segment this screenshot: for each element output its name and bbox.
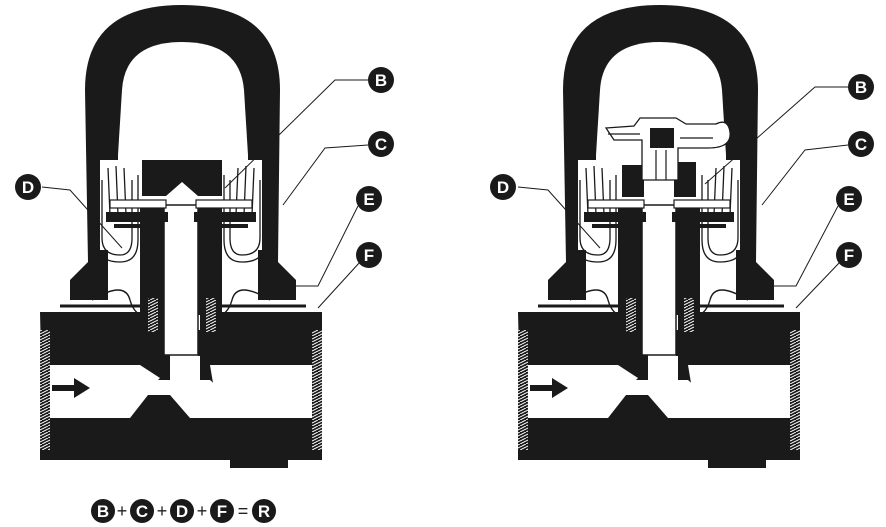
- svg-text:D: D: [497, 178, 509, 197]
- callout-f-right: F: [836, 242, 862, 268]
- svg-text:C: C: [375, 135, 387, 154]
- svg-text:C: C: [136, 502, 148, 521]
- svg-text:R: R: [258, 502, 270, 521]
- formula-term-b: B: [91, 499, 115, 523]
- formula-term-c: C: [130, 499, 154, 523]
- formula-term-f: F: [210, 499, 234, 523]
- right-trap-view: B C D E F: [490, 3, 874, 470]
- callout-d-right: D: [490, 174, 516, 200]
- callout-f-left: F: [356, 242, 382, 268]
- svg-text:B: B: [97, 502, 109, 521]
- plus-sign: +: [197, 501, 208, 521]
- callout-b-left: B: [368, 67, 394, 93]
- svg-text:F: F: [844, 246, 854, 265]
- svg-text:F: F: [364, 246, 374, 265]
- plus-sign: +: [117, 501, 128, 521]
- svg-text:B: B: [375, 71, 387, 90]
- svg-text:E: E: [843, 190, 854, 209]
- formula-term-d: D: [170, 499, 194, 523]
- parts-formula: B + C + D + F = R: [91, 499, 276, 523]
- trap-body-left: [38, 3, 324, 470]
- callout-c-right: C: [848, 131, 874, 157]
- callout-d-left: D: [15, 174, 41, 200]
- plus-sign: +: [157, 501, 168, 521]
- callout-e-left: E: [356, 186, 382, 212]
- svg-text:C: C: [855, 135, 867, 154]
- svg-text:B: B: [855, 78, 867, 97]
- svg-text:D: D: [176, 502, 188, 521]
- left-trap-view: B C D E F: [15, 3, 394, 470]
- svg-text:F: F: [217, 502, 227, 521]
- callout-e-right: E: [836, 186, 862, 212]
- callout-b-right: B: [848, 74, 874, 100]
- callout-c-left: C: [368, 131, 394, 157]
- equals-sign: =: [238, 501, 249, 521]
- svg-text:D: D: [22, 178, 34, 197]
- formula-result-r: R: [252, 499, 276, 523]
- trap-body-right: [516, 3, 802, 470]
- svg-text:E: E: [363, 190, 374, 209]
